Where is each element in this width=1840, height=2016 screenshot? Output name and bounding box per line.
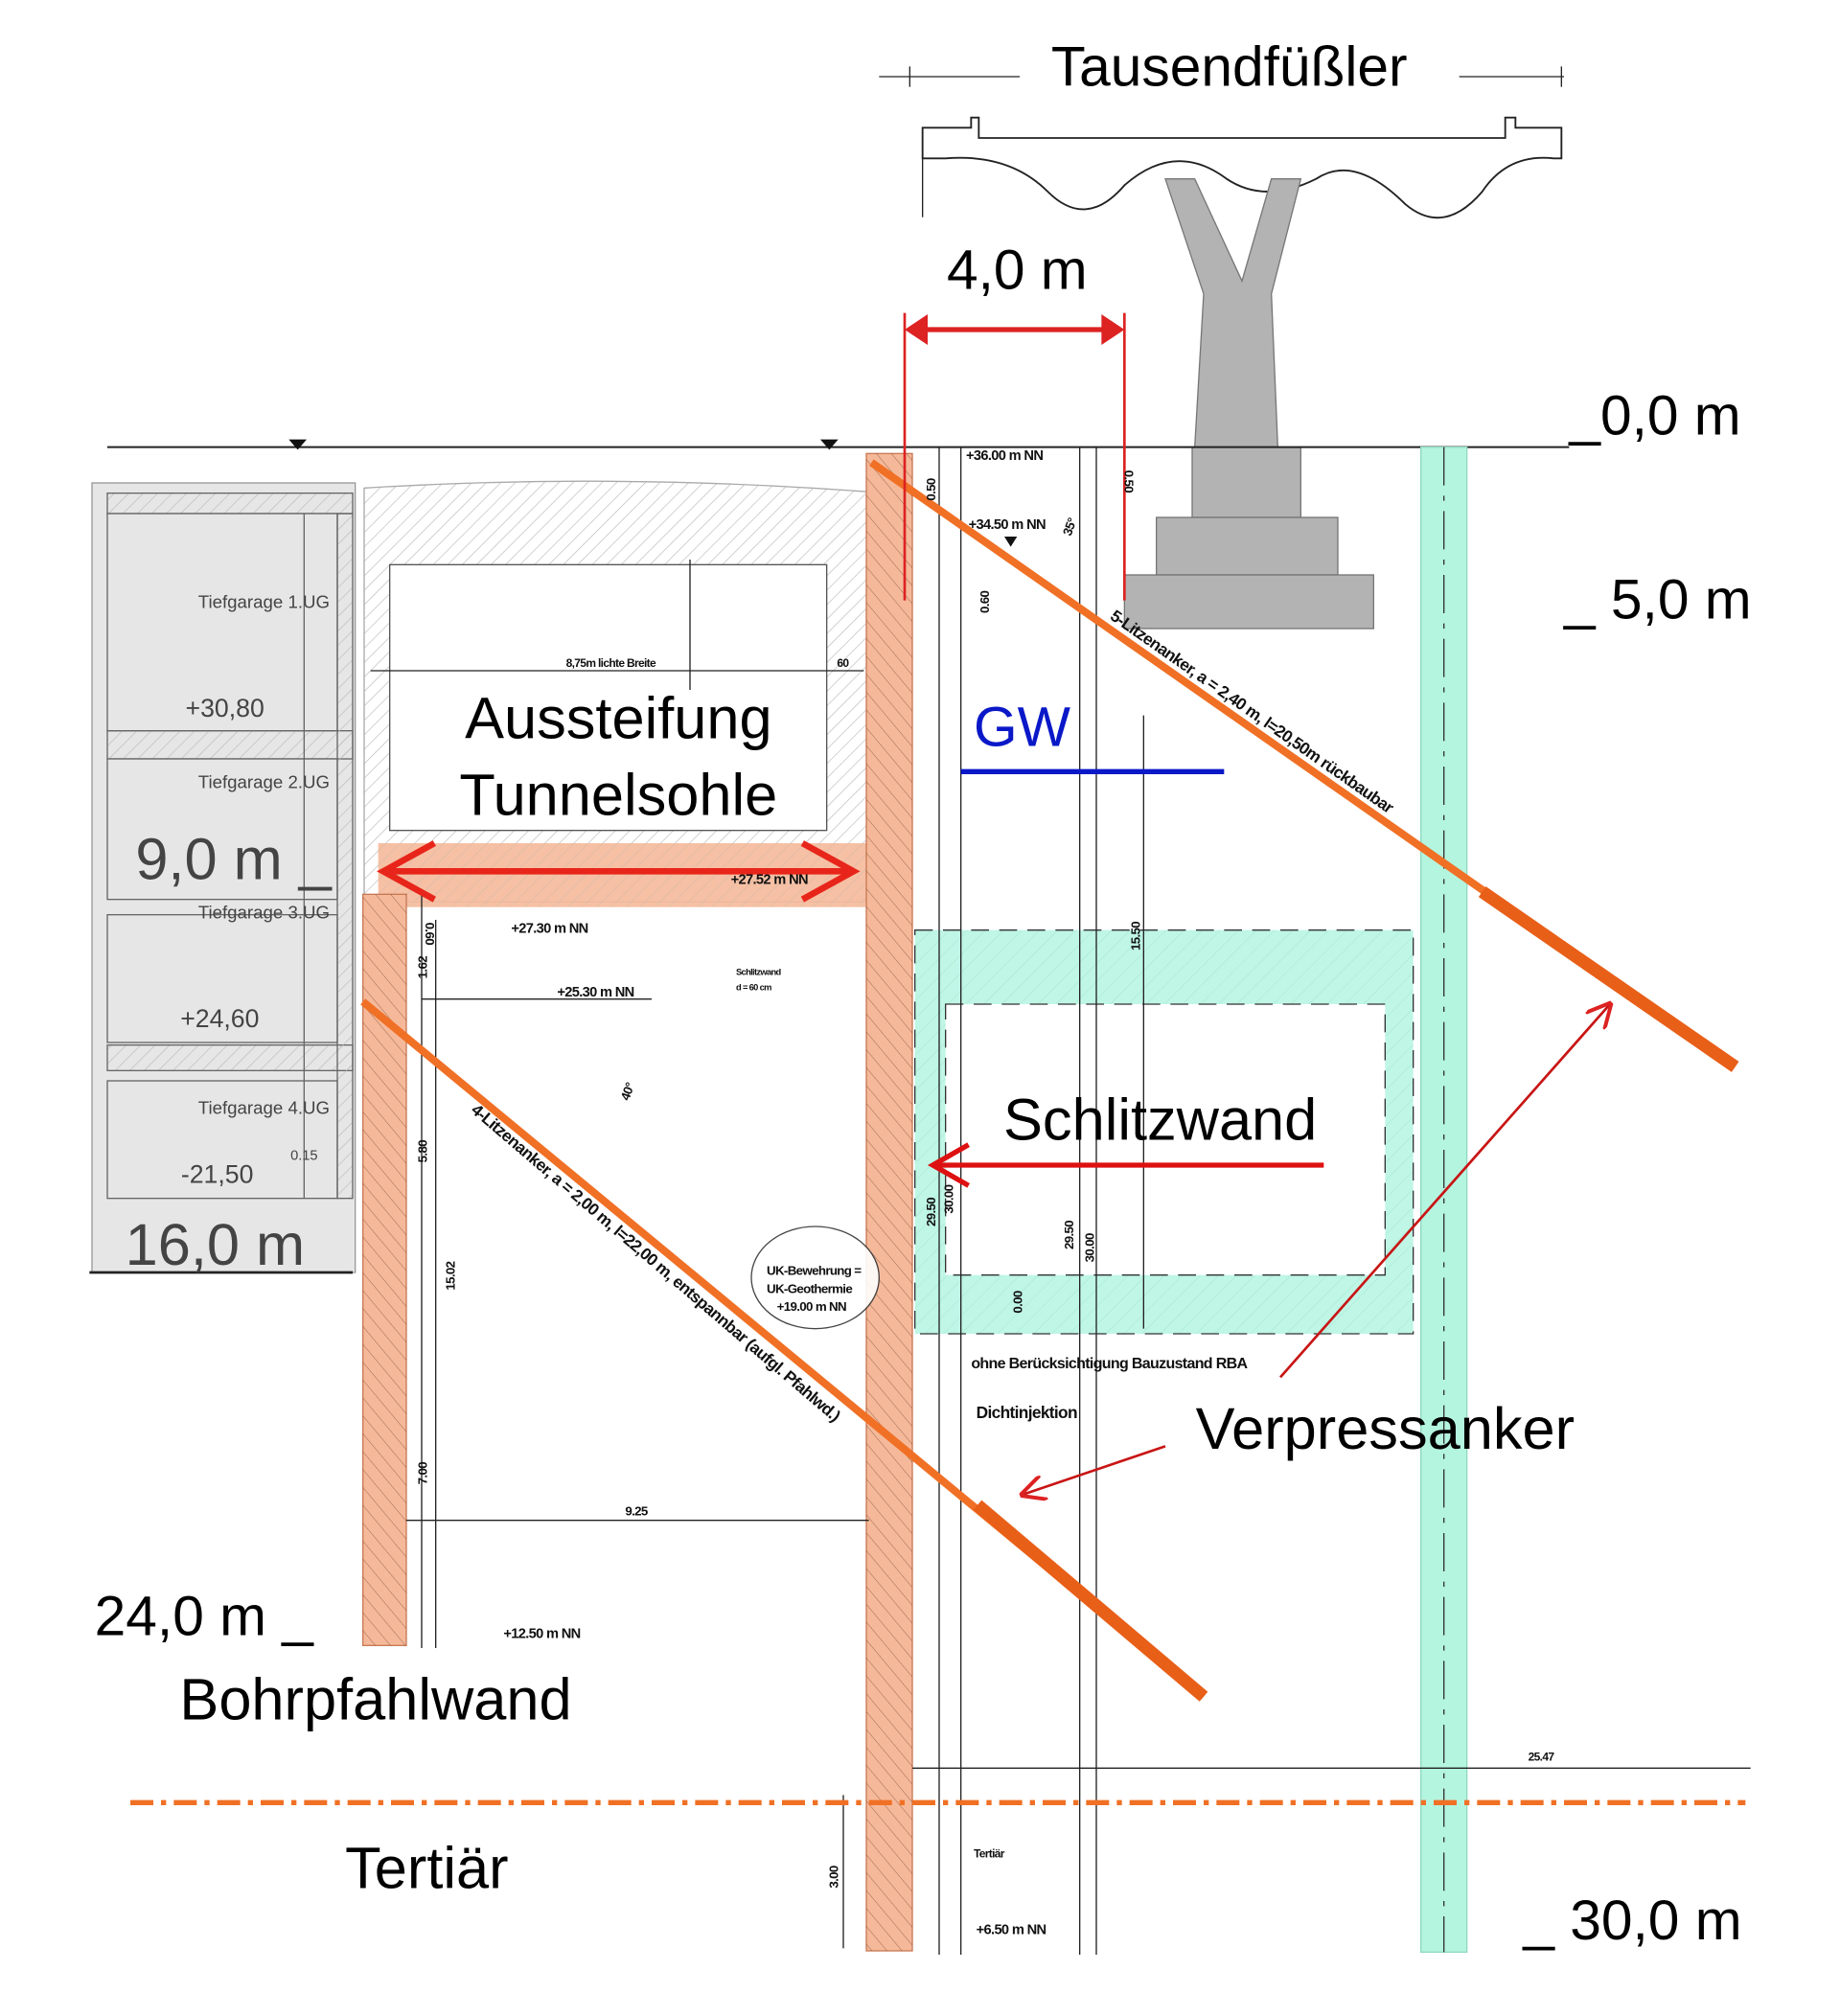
ground-anchor-label: Verpressanker [1196, 1395, 1575, 1461]
bridge-pier [1164, 178, 1302, 448]
dim-060a: 0.60 [978, 590, 992, 613]
dim-2950b: 29.50 [1062, 1221, 1076, 1249]
tertiary-label: Tertiär [345, 1835, 508, 1901]
elevation-25-30: +25.30 m NN [557, 985, 633, 1000]
elevation-6-50: +6.50 m NN [977, 1923, 1046, 1938]
garage-level-3: Tiefgarage 3.UG [198, 903, 330, 923]
depth-30: _ 30,0 m [1522, 1890, 1741, 1952]
slurry-wall-note-1: Schlitzwand [736, 967, 782, 976]
dim-162: 1.62 [415, 956, 429, 979]
sealing-note: Dichtinjektion [977, 1403, 1077, 1422]
stiffening-label-2: Tunnelsohle [459, 762, 777, 828]
slurry-wall-note-2: d = 60 cm [736, 982, 771, 992]
dim-700: 7.00 [415, 1462, 429, 1485]
uk-note-1: UK-Bewehrung = [767, 1264, 862, 1278]
garage-elevation-1: +30,80 [186, 694, 264, 722]
dim-2950a: 29.50 [924, 1198, 938, 1226]
dim-1550: 15.50 [1128, 922, 1142, 951]
bridge-structure [879, 66, 1564, 630]
garage-elevation-3: -21,50 [181, 1160, 254, 1189]
garage-elevation-2: +24,60 [180, 1004, 259, 1033]
uk-note-3: +19.00 m NN [777, 1299, 846, 1314]
garage-offset-label: 0.15 [290, 1149, 318, 1164]
depth-24: 24,0 m _ [95, 1586, 315, 1648]
diaphragm-wall-label: Schlitzwand [1003, 1086, 1317, 1152]
dim-300: 3.00 [827, 1866, 841, 1889]
elevation-36: +36.00 m NN [966, 448, 1043, 464]
dim-925: 9.25 [625, 1503, 649, 1518]
distance-label: 4,0 m [947, 239, 1088, 301]
dim-050a: 0.50 [924, 478, 938, 501]
bridge-title: Tausendfüßler [1051, 35, 1408, 98]
dim-060b: 0.60 [423, 923, 437, 946]
groundwater-label: GW [974, 697, 1071, 759]
dim-050b: 0.50 [1121, 470, 1136, 493]
depth-16: 16,0 m [126, 1211, 306, 1277]
elevation-34-5: +34.50 m NN [969, 517, 1046, 533]
dim-60: 60 [837, 656, 849, 670]
depth-5: _ 5,0 m [1563, 568, 1752, 630]
underground-garage [89, 482, 356, 1274]
depth-9: 9,0 m _ [135, 825, 332, 891]
dim-000: 0.00 [1011, 1291, 1025, 1314]
tertiary-small-label: Tertiär [974, 1847, 1005, 1861]
stiffening-label-1: Aussteifung [465, 685, 771, 751]
dim-580: 5.80 [415, 1140, 429, 1163]
tunnel-opening [389, 563, 828, 832]
depth-0: _0,0 m [1568, 384, 1740, 447]
dim-3000b: 30.00 [1082, 1233, 1096, 1262]
dim-1502: 15.02 [444, 1261, 458, 1290]
uk-note-2: UK-Geothermie [767, 1281, 852, 1295]
dim-3000a: 30.00 [942, 1184, 956, 1213]
garage-level-4: Tiefgarage 4.UG [198, 1098, 330, 1118]
slurry-wall-box [913, 929, 1414, 1335]
dim-2547: 25.47 [1529, 1750, 1555, 1763]
angle-35: 35° [1060, 516, 1079, 538]
angle-40: 40° [618, 1081, 637, 1103]
rba-note: ohne Berücksichtigung Bauzustand RBA [971, 1356, 1248, 1372]
garage-level-1: Tiefgarage 1.UG [198, 592, 330, 612]
bored-pile-wall-label: Bohrpfahlwand [179, 1666, 571, 1732]
elevation-12-50: +12.50 m NN [503, 1626, 580, 1641]
garage-level-2: Tiefgarage 2.UG [198, 772, 330, 792]
anchor-upper-label: 5-Litzenanker, a = 2,40 m, l=20,50m rück… [1107, 606, 1397, 817]
elevation-27-52: +27.52 m NN [731, 873, 808, 888]
elevation-27-30: +27.30 m NN [511, 921, 587, 936]
clear-width: 8,75m lichte Breite [566, 656, 656, 670]
